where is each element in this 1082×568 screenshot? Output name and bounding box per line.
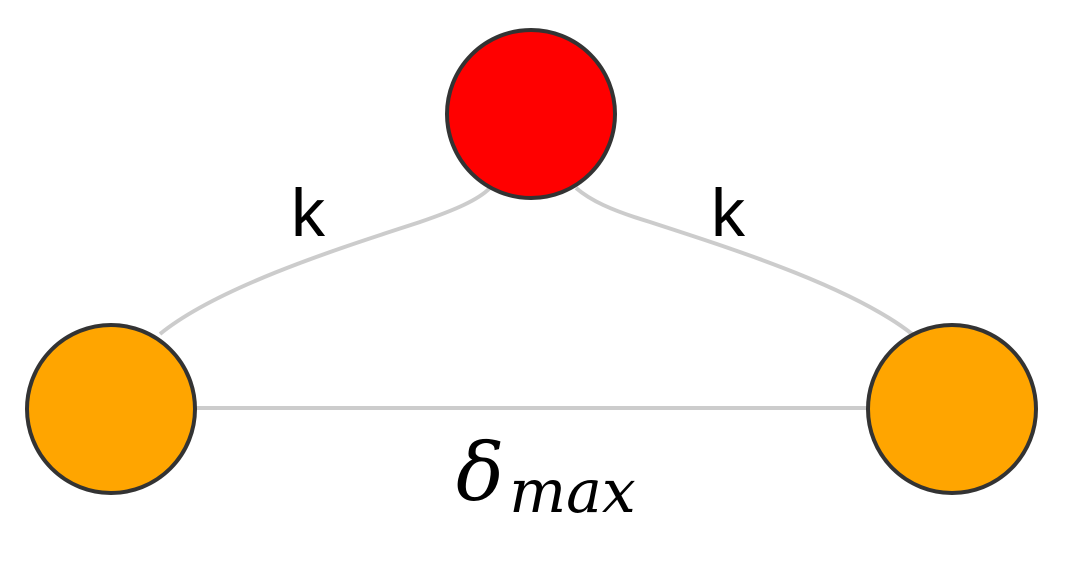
edge-label-bottom-subscript: max: [509, 457, 636, 527]
node-top: [445, 28, 617, 200]
edge-top-left: [158, 186, 492, 336]
edge-label-bottom-symbol: δ: [456, 426, 504, 519]
edge-label-top-left: k: [291, 175, 326, 251]
node-left: [25, 323, 197, 495]
edge-top-right: [574, 186, 914, 336]
node-right: [866, 323, 1038, 495]
edge-label-bottom: δ max: [456, 426, 636, 527]
edge-label-top-right: k: [711, 175, 746, 251]
